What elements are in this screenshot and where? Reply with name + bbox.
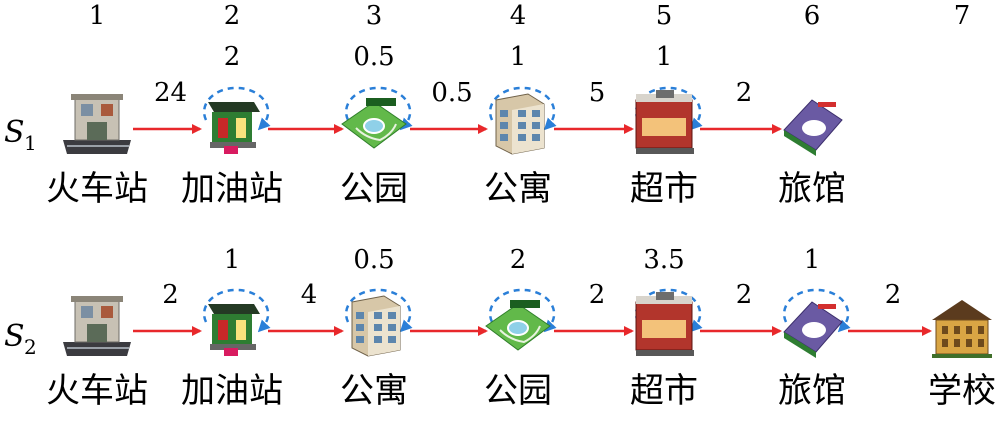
place-name: 学校	[928, 371, 996, 411]
sequence-label: S	[4, 115, 25, 150]
stay-loop-arrow	[488, 86, 557, 131]
stay-loop-arrow	[344, 288, 413, 333]
travel-time-label: 2	[885, 280, 902, 310]
column-number: 7	[954, 1, 971, 31]
hotel-icon	[783, 301, 843, 358]
apartment-icon	[351, 295, 401, 357]
place-name: 超市	[630, 371, 698, 411]
travel-time-label: 2	[736, 78, 753, 108]
place-name: 加油站	[181, 371, 283, 411]
stay-time-label: 1	[656, 42, 673, 72]
stay-time-label: 1	[510, 42, 527, 72]
school-icon	[932, 300, 992, 358]
stay-time-label: 1	[224, 245, 241, 275]
sequence-label: S	[4, 319, 25, 354]
travel-time-label: 2	[589, 280, 606, 310]
stay-loop-arrow	[782, 288, 851, 333]
place-name: 火车站	[46, 169, 148, 209]
train-station-icon	[63, 94, 131, 154]
stay-time-label: 0.5	[353, 245, 394, 275]
gas-station-icon	[208, 304, 260, 356]
place-name: 公园	[340, 169, 408, 209]
column-number: 1	[89, 1, 106, 31]
stay-loop-arrow	[202, 86, 271, 131]
place-name: 公园	[484, 371, 552, 411]
hotel-icon	[783, 99, 843, 156]
stay-loop-arrow	[202, 288, 271, 333]
park-icon	[485, 300, 551, 351]
gas-station-icon	[208, 102, 260, 154]
stay-loop-arrow	[344, 86, 413, 131]
stay-time-label: 3.5	[643, 245, 684, 275]
place-name: 超市	[630, 169, 698, 209]
supermarket-icon	[635, 292, 694, 356]
column-number: 5	[656, 1, 673, 31]
travel-time-label: 24	[154, 78, 187, 108]
train-station-icon	[63, 296, 131, 356]
place-name: 火车站	[46, 371, 148, 411]
sequence-subscript: 2	[24, 335, 37, 359]
travel-time-label: 5	[589, 78, 606, 108]
travel-time-label: 2	[736, 280, 753, 310]
column-number: 4	[510, 1, 527, 31]
stay-time-label: 1	[804, 245, 821, 275]
column-number: 3	[366, 1, 383, 31]
stay-time-label: 2	[224, 42, 241, 72]
column-number: 6	[804, 1, 821, 31]
park-icon	[341, 98, 407, 149]
travel-time-label: 0.5	[431, 78, 472, 108]
column-number: 2	[224, 1, 241, 31]
supermarket-icon	[635, 90, 694, 154]
apartment-icon	[495, 93, 545, 155]
sequence-subscript: 1	[24, 131, 37, 155]
stay-loop-arrow	[488, 288, 557, 333]
place-name: 加油站	[181, 169, 283, 209]
place-name: 公寓	[484, 169, 552, 209]
place-name: 旅馆	[778, 169, 846, 209]
place-name: 旅馆	[778, 371, 846, 411]
stay-time-label: 0.5	[353, 42, 394, 72]
travel-time-label: 2	[162, 280, 179, 310]
travel-time-label: 4	[301, 280, 318, 310]
stay-time-label: 2	[510, 245, 527, 275]
place-name: 公寓	[340, 371, 408, 411]
